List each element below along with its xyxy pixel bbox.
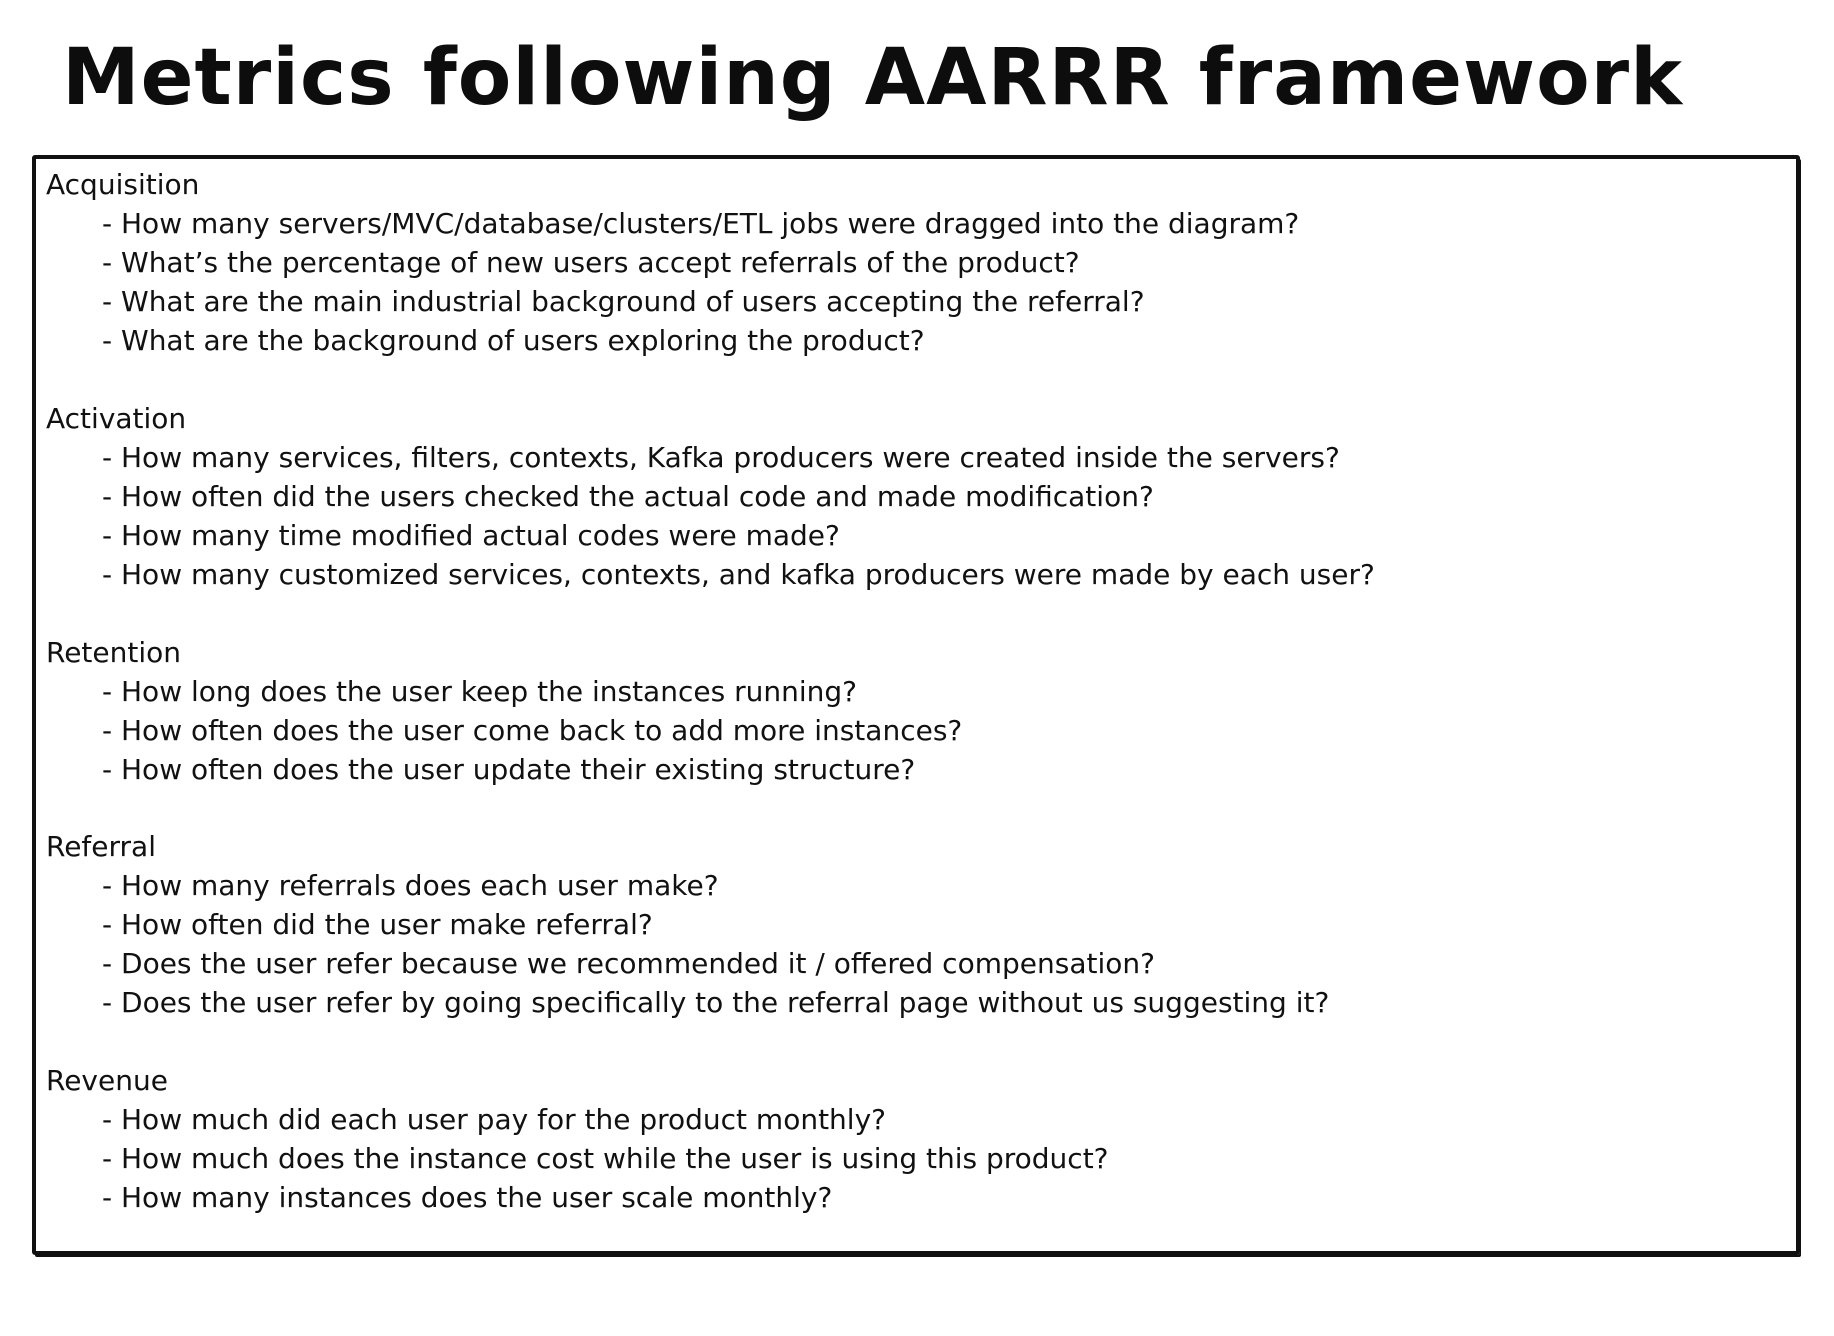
question-item: - How many services, filters, contexts, … [102, 440, 1340, 474]
question-list: - How many services, filters, contexts, … [46, 438, 1766, 594]
question-item: - What’s the percentage of new users acc… [102, 246, 1080, 279]
page-title: Metrics following AARRR framework [62, 33, 1683, 123]
question-list: - How many servers/MVC/database/clusters… [46, 204, 1766, 360]
question-list: - How many referrals does each user make… [46, 866, 1766, 1022]
question-item: - How much does the instance cost while … [102, 1142, 1109, 1176]
question-list: - How much did each user pay for the pro… [46, 1100, 1766, 1217]
question-item: - How many instances does the user scale… [102, 1181, 833, 1215]
question-item: - How many servers/MVC/database/clusters… [102, 207, 1300, 240]
section-referral: Referral - How many referrals does each … [46, 827, 1766, 1022]
section-heading: Referral [46, 830, 156, 864]
section-acquisition: Acquisition - How many servers/MVC/datab… [46, 165, 1766, 360]
question-item: - How much did each user pay for the pro… [102, 1103, 887, 1137]
metrics-sections: Acquisition - How many servers/MVC/datab… [46, 165, 1766, 1256]
content-frame [32, 155, 1800, 1255]
question-item: - How many time modified actual codes we… [102, 518, 840, 552]
section-heading: Acquisition [46, 168, 200, 201]
question-item: - Does the user refer by going specifica… [102, 986, 1330, 1020]
question-item: - How often does the user come back to a… [102, 713, 963, 747]
question-item: - How often does the user update their e… [102, 752, 916, 786]
question-item: - How often did the user make referral? [102, 908, 653, 942]
question-item: - What are the main industrial backgroun… [102, 285, 1145, 318]
section-heading: Retention [46, 635, 182, 669]
section-retention: Retention - How long does the user keep … [46, 633, 1766, 789]
question-item: - How many referrals does each user make… [102, 869, 719, 903]
section-activation: Activation - How many services, filters,… [46, 399, 1766, 594]
question-item: - Does the user refer because we recomme… [102, 947, 1155, 981]
section-revenue: Revenue - How much did each user pay for… [46, 1061, 1766, 1217]
section-heading: Activation [46, 401, 187, 435]
section-heading: Revenue [46, 1064, 168, 1098]
question-item: - How long does the user keep the instan… [102, 674, 857, 708]
question-list: - How long does the user keep the instan… [46, 672, 1766, 789]
question-item: - How many customized services, contexts… [102, 557, 1375, 591]
question-item: - How often did the users checked the ac… [102, 479, 1154, 513]
question-item: - What are the background of users explo… [102, 324, 925, 357]
